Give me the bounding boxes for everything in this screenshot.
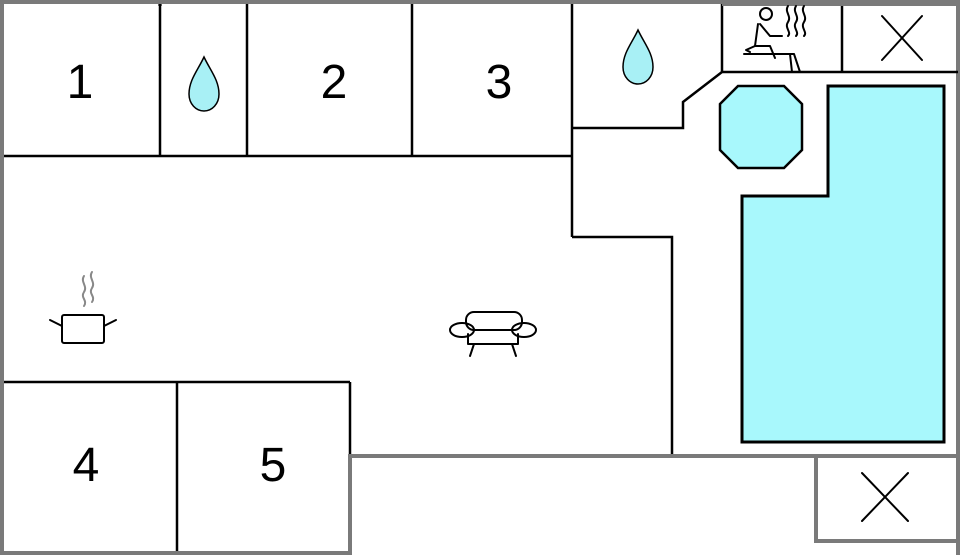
- bathroom-drop-icon: [188, 55, 220, 112]
- room-3-label: 3: [486, 56, 513, 109]
- closed-area-cross-icon: [881, 15, 923, 61]
- room-5-label: 5: [260, 439, 287, 492]
- walls: [4, 4, 958, 553]
- sofa-icon: [449, 311, 537, 357]
- sauna-icon: [743, 5, 807, 73]
- closed-area-cross-icon: [861, 472, 909, 522]
- bathroom-drop-icon: [622, 28, 654, 85]
- outer-wall-bottom: [4, 2, 958, 555]
- room-2-label: 2: [321, 56, 348, 109]
- hot-tub-icon: [718, 84, 804, 170]
- room-1-label: 1: [67, 56, 94, 109]
- kitchen-pot-icon: [49, 271, 117, 344]
- swimming-pool: [740, 84, 946, 444]
- room-4-label: 4: [73, 439, 100, 492]
